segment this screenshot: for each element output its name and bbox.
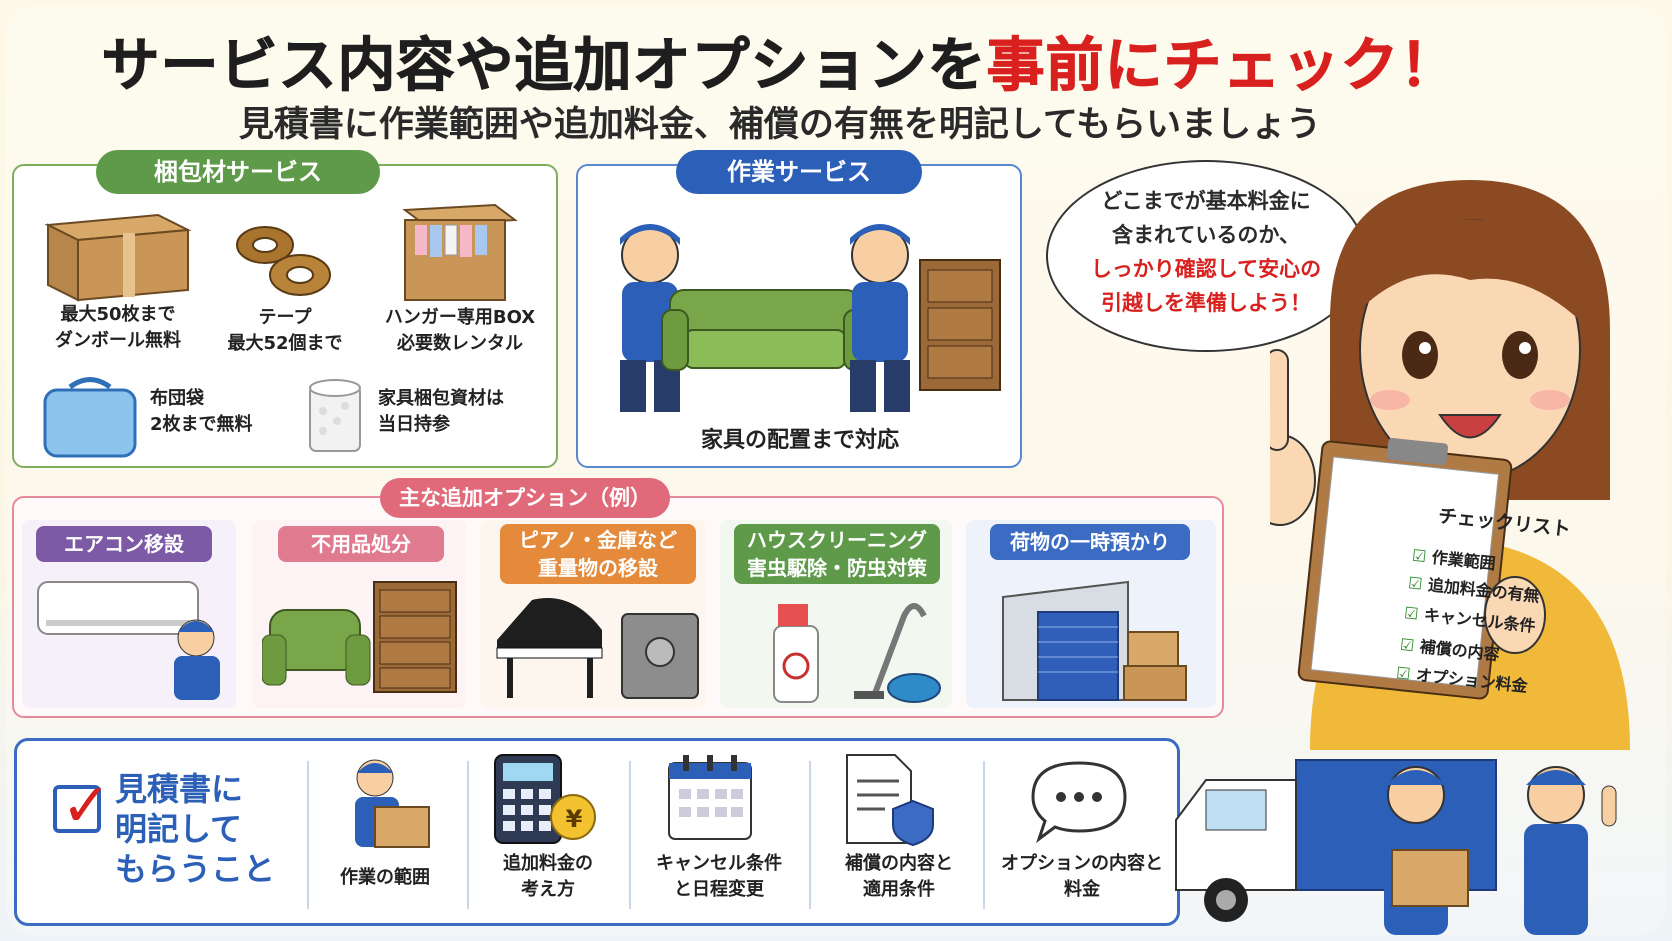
speech-dots-icon <box>1031 761 1127 843</box>
label-line: オプションの内容と <box>1001 853 1163 874</box>
tape-icon <box>236 226 331 296</box>
yen-symbol: ¥ <box>565 805 583 833</box>
label-line: 当日持参 <box>378 414 450 435</box>
mover-with-box-icon <box>355 759 430 848</box>
summary-item-options: オプションの内容と 料金 <box>987 851 1177 903</box>
packing-tag: 梱包材サービス <box>96 150 380 194</box>
label-line: 料金 <box>1064 879 1100 900</box>
divider <box>629 761 631 909</box>
summary-item-scope: 作業の範囲 <box>317 865 453 891</box>
label-line: 考え方 <box>521 879 575 900</box>
bubble-line-highlight: 引越しを準備しよう！ <box>1101 291 1311 315</box>
option-label: ハウスクリーニング <box>747 528 927 552</box>
calculator-yen-icon <box>494 754 596 844</box>
label-line: 追加料金の <box>503 853 593 874</box>
unwanted-furniture-icon <box>262 581 457 693</box>
summary-title-line: 明記して <box>115 810 243 848</box>
label-line: 布団袋 <box>150 388 204 409</box>
bubble-line: 含まれているのか、 <box>1112 223 1300 247</box>
divider <box>467 761 469 909</box>
label-line: ハンガー専用BOX <box>384 307 536 328</box>
bubble-line: どこまでが基本料金に <box>1101 189 1311 213</box>
air-conditioner-icon <box>37 581 220 700</box>
check-icon: ☑ <box>1403 603 1420 624</box>
divider <box>307 761 309 909</box>
label-line: 最大52個まで <box>227 333 343 354</box>
summary-item-extra-fee: 追加料金の 考え方 <box>473 851 623 903</box>
cardboard-box-icon <box>44 213 192 302</box>
option-label: 不用品処分 <box>311 532 411 556</box>
woman-with-checklist-illustration <box>1270 180 1630 750</box>
label-line: テープ <box>258 307 312 328</box>
option-label: エアコン移設 <box>64 532 184 556</box>
spray-and-vacuum-icon <box>773 603 941 703</box>
speech-bubble: どこまでが基本料金に 含まれているのか、 しっかり確認して安心の 引越しを準備し… <box>1046 160 1366 352</box>
summary-title-line: 見積書に <box>115 770 244 808</box>
futon-bag-icon <box>43 377 137 458</box>
check-icon: ☑ <box>1395 663 1412 684</box>
checkbox-icon <box>53 785 101 833</box>
red-check-icon: ✓ <box>61 771 112 841</box>
option-label: 重量物の移設 <box>538 556 658 580</box>
option-tag-storage: 荷物の一時預かり <box>990 524 1190 560</box>
bubble-wrap-icon <box>309 379 361 452</box>
page-subtitle: 見積書に作業範囲や追加料金、補償の有無を明記してもらいましょう <box>238 105 1322 145</box>
storage-warehouse-icon <box>1002 580 1187 701</box>
label-line: 家具梱包資材は <box>378 388 504 409</box>
check-icon: ☑ <box>1407 573 1424 594</box>
title-main: サービス内容や追加オプションを <box>101 31 987 100</box>
label-line: 作業の範囲 <box>340 867 430 888</box>
packing-item-tape: テープ 最大52個まで <box>210 305 360 357</box>
piano-and-safe-icon <box>496 598 699 699</box>
packing-item-futon-bag: 布団袋 2枚まで無料 <box>150 386 280 438</box>
option-tag-aircon: エアコン移設 <box>36 526 212 562</box>
label-line: と日程変更 <box>674 879 764 900</box>
option-label: 害虫駆除・防虫対策 <box>747 556 927 580</box>
label-line: ダンボール無料 <box>55 330 181 351</box>
work-tag: 作業サービス <box>676 150 922 194</box>
options-tag: 主な追加オプション（例） <box>380 478 670 518</box>
option-tag-heavy: ピアノ・金庫など 重量物の移設 <box>500 524 696 584</box>
option-tag-disposal: 不用品処分 <box>278 526 444 562</box>
check-icon: ☑ <box>1399 634 1416 656</box>
check-icon: ☑ <box>1411 545 1428 567</box>
label-line: 適用条件 <box>863 879 935 900</box>
label-line: キャンセル条件 <box>656 853 782 874</box>
packing-item-cardboard: 最大50枚まで ダンボール無料 <box>28 302 208 354</box>
moving-truck-and-movers-illustration <box>1175 759 1617 935</box>
bubble-line-highlight: しっかり確認して安心の <box>1090 257 1322 281</box>
summary-title-line: もらうこと <box>115 850 276 888</box>
label-line: 最大50枚まで <box>60 304 176 325</box>
movers-carrying-sofa-illustration <box>620 224 1001 412</box>
work-caption: 家具の配置まで対応 <box>700 428 899 453</box>
hanger-box-icon <box>402 203 518 301</box>
document-shield-icon <box>846 754 934 847</box>
label-line: 2枚まで無料 <box>150 414 253 435</box>
divider <box>809 761 811 909</box>
option-tag-cleaning: ハウスクリーニング 害虫駆除・防虫対策 <box>734 524 940 584</box>
label-line: 補償の内容と <box>845 853 953 874</box>
label-line: 必要数レンタル <box>397 333 523 354</box>
divider <box>983 761 985 909</box>
summary-title: 見積書に 明記して もらうこと <box>115 769 315 889</box>
bottom-summary-panel: ✓ 見積書に 明記して もらうこと 作業の範囲 ¥ 追加料金の 考え方 キャンセ… <box>14 738 1180 926</box>
packing-item-furniture-material: 家具梱包資材は 当日持参 <box>378 386 528 438</box>
packing-item-hanger-box: ハンガー専用BOX 必要数レンタル <box>370 305 550 357</box>
title-accent: 事前にチェック！ <box>986 31 1459 100</box>
summary-item-cancel: キャンセル条件 と日程変更 <box>631 851 807 903</box>
option-label: 荷物の一時預かり <box>1010 530 1170 554</box>
option-label: ピアノ・金庫など <box>518 528 678 552</box>
calendar-icon <box>668 755 752 840</box>
page-title: サービス内容や追加オプションを事前にチェック！ <box>0 18 1560 102</box>
summary-item-compensation: 補償の内容と 適用条件 <box>811 851 987 903</box>
